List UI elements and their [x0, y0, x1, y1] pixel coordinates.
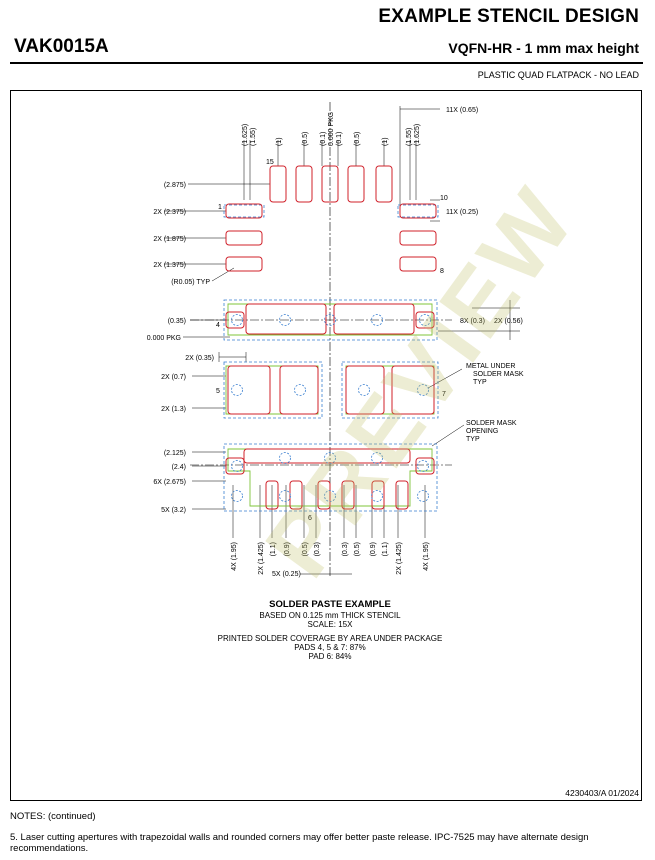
- drawing-note: PADS 4, 5 & 7: 87%: [294, 643, 366, 652]
- callout-mask: OPENING: [466, 428, 498, 435]
- drawing-title: SOLDER PASTE EXAMPLE: [269, 599, 391, 610]
- header-rule: [10, 62, 643, 64]
- top-label: (1.625): [242, 124, 249, 146]
- package-description: PLASTIC QUAD FLATPACK - NO LEAD: [477, 70, 639, 80]
- drawing-note: PRINTED SOLDER COVERAGE BY AREA UNDER PA…: [217, 634, 443, 643]
- left-label: (2.4): [172, 464, 186, 471]
- bottom-label: (1.1): [270, 542, 277, 556]
- pin-numbers: 15 1 10 8 4 5 7 6: [216, 159, 448, 522]
- bottom-label: (0.5): [302, 542, 309, 556]
- callout-metal: METAL UNDER: [466, 363, 515, 370]
- package-name: VQFN-HR - 1 mm max height: [448, 40, 639, 56]
- drawing-note: PAD 6: 84%: [308, 652, 352, 661]
- callout-mask: SOLDER MASK: [466, 420, 517, 427]
- callout-metal: TYP: [473, 379, 487, 386]
- bottom-dimension-labels: 4X (1.95) 2X (1.425) (1.1) (0.9) (0.5) (…: [231, 542, 430, 575]
- drawing-note: BASED ON 0.125 mm THICK STENCIL: [259, 611, 401, 620]
- top-label: (1): [382, 137, 389, 146]
- bottom-label: (0.3): [314, 542, 321, 556]
- drawing-note: SCALE: 15X: [307, 620, 353, 629]
- top-label: (0.1): [336, 132, 343, 146]
- top-label: (0.1): [320, 132, 327, 146]
- top-label: (1.55): [250, 128, 257, 146]
- top-dimension-labels: (1.625) (1.55) (1) (0.5) (0.1) 0.000 PKG…: [242, 112, 421, 146]
- pin-number: 15: [266, 159, 274, 166]
- top-label: (1.625): [414, 124, 421, 146]
- pin-number: 10: [440, 195, 448, 202]
- bottom-label: 4X (1.95): [231, 542, 238, 571]
- callouts: METAL UNDER SOLDER MASK TYP SOLDER MASK …: [466, 363, 524, 443]
- left-label: 2X (0.7): [161, 374, 186, 381]
- pin-number: 8: [440, 268, 444, 275]
- top-label: (1.55): [406, 128, 413, 146]
- right-dimension-labels: 11X (0.65) 11X (0.25) 8X (0.3) 2X (0.56): [446, 107, 523, 325]
- pin-number: 6: [308, 515, 312, 522]
- bottom-label: (0.9): [284, 542, 291, 556]
- left-label: 0.000 PKG: [147, 335, 181, 342]
- vias: [231, 314, 431, 502]
- bottom-label: (0.9): [370, 542, 377, 556]
- solder-mask-openings: [223, 204, 439, 512]
- bottom-label: 2X (1.425): [396, 542, 403, 575]
- left-label: 5X (3.2): [161, 507, 186, 514]
- left-label: (2.125): [164, 450, 186, 457]
- bottom-label: (1.1): [382, 542, 389, 556]
- callout-metal: SOLDER MASK: [473, 371, 524, 378]
- left-dimension-labels: (2.875) 2X (2.375) 2X (1.875) 2X (1.375)…: [147, 182, 214, 514]
- left-label: 2X (1.3): [161, 406, 186, 413]
- right-label: 11X (0.25): [446, 209, 478, 216]
- pin-number: 7: [442, 391, 446, 398]
- left-label: 2X (1.375): [153, 262, 186, 269]
- drawing-frame: [10, 90, 642, 801]
- left-label: (R0.05) TYP: [171, 279, 210, 286]
- right-label: 11X (0.65): [446, 107, 478, 114]
- left-label: 2X (2.375): [153, 209, 186, 216]
- document-title: EXAMPLE STENCIL DESIGN: [378, 6, 639, 27]
- left-label: 6X (2.675): [153, 479, 186, 486]
- top-label: (0.5): [354, 132, 361, 146]
- right-label: 8X (0.3): [460, 318, 485, 325]
- note-5: 5. Laser cutting apertures with trapezoi…: [10, 832, 589, 855]
- pin-number: 5: [216, 388, 220, 395]
- pin-number: 1: [218, 204, 222, 211]
- top-label: (1): [276, 137, 283, 146]
- package-code: VAK0015A: [14, 36, 109, 57]
- pin-number: 4: [216, 322, 220, 329]
- notes-heading: NOTES: (continued): [10, 811, 96, 822]
- top-label: 0.000 PKG: [328, 112, 335, 146]
- bottom-label: 2X (1.425): [258, 542, 265, 575]
- bottom-label: 4X (1.95): [423, 542, 430, 571]
- left-label: 2X (1.875): [153, 236, 186, 243]
- bottom-label: (0.3): [342, 542, 349, 556]
- bottom-label: (0.5): [354, 542, 361, 556]
- top-label: (0.5): [302, 132, 309, 146]
- document-id: 4230403/A 01/2024: [565, 788, 639, 798]
- left-label: (2.875): [164, 182, 186, 189]
- callout-mask: TYP: [466, 436, 480, 443]
- left-label: 2X (0.35): [185, 355, 214, 362]
- right-label: 2X (0.56): [494, 318, 523, 325]
- left-label: (0.35): [168, 318, 186, 325]
- bottom-dimension: 5X (0.25): [272, 571, 301, 578]
- extension-lines: [164, 106, 520, 575]
